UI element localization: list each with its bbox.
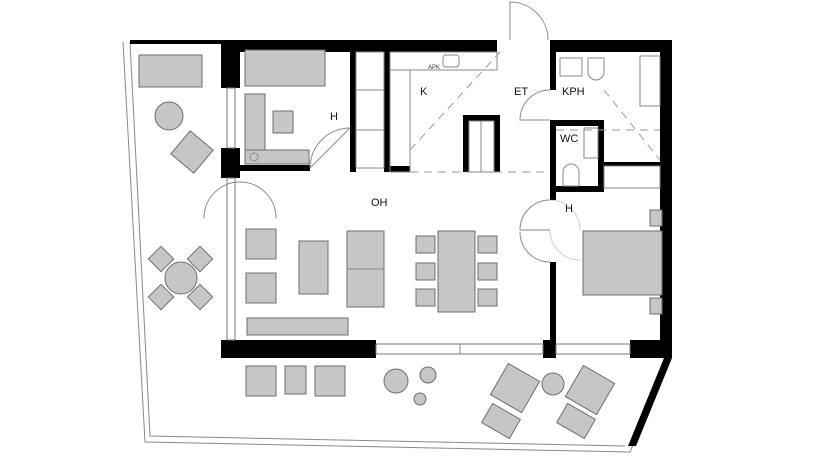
room-label-living-room: OH bbox=[371, 197, 388, 209]
armchair bbox=[245, 228, 277, 260]
room-label-bathroom: KPH bbox=[562, 86, 585, 98]
room-label-toilet: WC bbox=[560, 133, 578, 145]
room-label-bedroom-2: H bbox=[565, 203, 573, 215]
single-bed bbox=[244, 49, 326, 87]
fixture-label-dishwasher: APK bbox=[428, 65, 440, 71]
terrace-outline bbox=[122, 40, 672, 453]
room-label-entrance: ET bbox=[514, 86, 528, 98]
room-label-bedroom-1: H bbox=[330, 111, 338, 123]
bedroom-1-furniture bbox=[244, 49, 326, 165]
living-room-furniture bbox=[245, 228, 498, 336]
chair bbox=[272, 110, 294, 134]
bedroom-2-furniture bbox=[582, 209, 663, 315]
bathroom-fixtures bbox=[559, 55, 661, 189]
outdoor-sofa bbox=[138, 54, 203, 88]
kitchen-counter bbox=[355, 51, 498, 173]
armchair bbox=[245, 272, 277, 304]
desk bbox=[244, 93, 266, 157]
doors bbox=[203, 1, 581, 263]
room-labels: H K ET KPH WC OH H APK bbox=[330, 65, 585, 215]
coffee-table bbox=[298, 240, 329, 295]
exterior-walls bbox=[221, 40, 672, 358]
dining-table bbox=[437, 230, 476, 313]
terrace-furniture bbox=[138, 54, 616, 440]
double-bed bbox=[582, 230, 663, 296]
tv-bench bbox=[246, 317, 349, 336]
room-label-kitchen: K bbox=[420, 86, 428, 98]
interior-walls bbox=[240, 52, 660, 342]
windows bbox=[226, 87, 631, 355]
